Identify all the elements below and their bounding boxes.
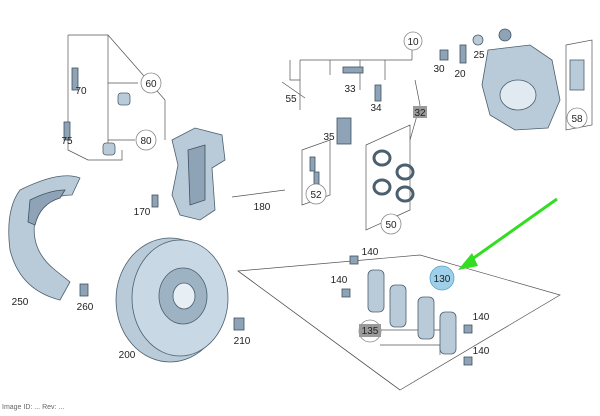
svg-text:70: 70 <box>75 86 87 97</box>
svg-text:33: 33 <box>344 84 356 95</box>
callout-60[interactable]: 60 <box>140 72 162 94</box>
callout-75[interactable]: 75 <box>61 136 73 147</box>
svg-text:250: 250 <box>12 297 29 308</box>
svg-text:180: 180 <box>254 202 271 213</box>
callout-250[interactable]: 250 <box>12 297 29 308</box>
svg-text:200: 200 <box>119 350 136 361</box>
caliper-housing-part <box>481 28 561 131</box>
small-parts <box>63 34 585 331</box>
callout-200[interactable]: 200 <box>119 350 136 361</box>
svg-text:10: 10 <box>407 37 419 48</box>
callout-130[interactable]: 130 <box>429 265 455 291</box>
callout-140-b[interactable]: 140 <box>331 275 348 286</box>
callout-80[interactable]: 80 <box>135 129 157 151</box>
svg-text:35: 35 <box>323 132 335 143</box>
svg-text:30: 30 <box>433 64 445 75</box>
brake-shield-part <box>8 175 81 301</box>
callout-55[interactable]: 55 <box>285 94 297 105</box>
svg-text:140: 140 <box>362 247 379 258</box>
callout-140-a[interactable]: 140 <box>362 247 379 258</box>
svg-text:75: 75 <box>61 136 73 147</box>
svg-text:170: 170 <box>134 207 151 218</box>
svg-text:55: 55 <box>285 94 297 105</box>
callout-10[interactable]: 10 <box>403 31 423 51</box>
footer-caption: Image ID: ... Rev: ... <box>2 404 65 411</box>
svg-text:50: 50 <box>385 220 397 231</box>
callout-32[interactable]: 32 <box>413 106 427 119</box>
svg-text:130: 130 <box>434 274 451 285</box>
callout-20[interactable]: 20 <box>454 69 466 80</box>
callout-25[interactable]: 25 <box>473 50 485 61</box>
callout-140-c[interactable]: 140 <box>473 312 490 323</box>
svg-text:60: 60 <box>145 79 157 90</box>
svg-text:140: 140 <box>473 346 490 357</box>
callout-135[interactable]: 135 <box>358 319 382 343</box>
callout-70[interactable]: 70 <box>75 86 87 97</box>
callout-34[interactable]: 34 <box>370 103 382 114</box>
callout-50[interactable]: 50 <box>380 213 402 235</box>
callout-260[interactable]: 260 <box>77 302 94 313</box>
callout-170[interactable]: 170 <box>134 207 151 218</box>
callout-52[interactable]: 52 <box>305 183 327 205</box>
svg-text:25: 25 <box>473 50 485 61</box>
svg-text:140: 140 <box>331 275 348 286</box>
callout-210[interactable]: 210 <box>234 336 251 347</box>
brake-pads-part <box>341 255 473 366</box>
svg-text:210: 210 <box>234 336 251 347</box>
svg-text:32: 32 <box>414 108 426 119</box>
svg-text:80: 80 <box>140 136 152 147</box>
callout-33[interactable]: 33 <box>344 84 356 95</box>
svg-text:135: 135 <box>362 326 379 337</box>
svg-text:140: 140 <box>473 312 490 323</box>
svg-text:58: 58 <box>571 114 583 125</box>
highlight-arrow <box>458 197 558 270</box>
callouts: 10 25 30 20 58 55 33 34 32 35 60 70 80 7… <box>12 31 588 361</box>
svg-text:20: 20 <box>454 69 466 80</box>
callout-58[interactable]: 58 <box>566 107 588 129</box>
brake-disc-part <box>115 237 229 363</box>
svg-text:260: 260 <box>77 302 94 313</box>
callout-140-d[interactable]: 140 <box>473 346 490 357</box>
caliper-carrier-part <box>171 127 226 221</box>
callout-180[interactable]: 180 <box>254 202 271 213</box>
callout-35[interactable]: 35 <box>323 132 335 143</box>
svg-text:52: 52 <box>310 190 322 201</box>
svg-text:34: 34 <box>370 103 382 114</box>
callout-30[interactable]: 30 <box>433 64 445 75</box>
